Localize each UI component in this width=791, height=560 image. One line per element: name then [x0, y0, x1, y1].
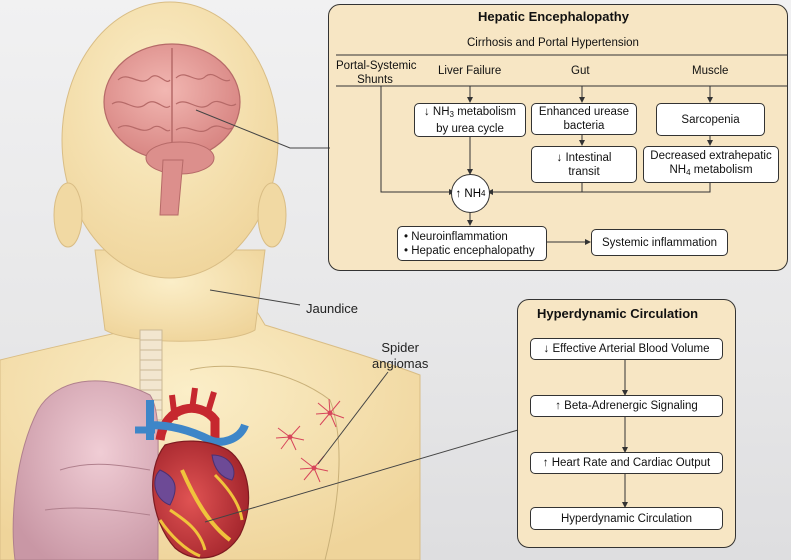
neuroinflammation-box: • Neuroinflammation • Hepatic encephalop… [397, 226, 547, 261]
spider-line-2: angiomas [372, 356, 428, 371]
right-ear [258, 183, 286, 247]
column-header-liver-failure: Liver Failure [438, 65, 501, 77]
step-2-text: ↑ Beta-Adrenergic Signaling [555, 399, 698, 413]
hepatic-panel-subtitle: Cirrhosis and Portal Hypertension [467, 37, 639, 49]
column-header-shunts: Portal-Systemic Shunts [336, 59, 414, 87]
shunts-line-1: Portal-Systemic [336, 60, 417, 72]
sarcopenia-box: Sarcopenia [656, 103, 765, 136]
hyperdynamic-step-3: ↑ Heart Rate and Cardiac Output [530, 452, 723, 474]
systemic-text: Systemic inflammation [602, 236, 717, 250]
spider-angiomas-label: Spider angiomas [372, 340, 428, 372]
nh3-metabolism-box: ↓ NH3 metabolism by urea cycle [414, 103, 526, 137]
nh3-line-2: by urea cycle [436, 122, 504, 136]
spider-line-1: Spider [381, 340, 419, 355]
nh3-line-1-tail: metabolism [454, 106, 516, 118]
nh4-text: ↑ NH [455, 188, 481, 200]
urease-bacteria-box: Enhanced urease bacteria [531, 103, 637, 135]
step-1-text: ↓ Effective Arterial Blood Volume [544, 342, 710, 356]
transit-line-2: transit [568, 165, 599, 179]
sarcopenia-text: Sarcopenia [681, 113, 739, 127]
nh4-sub: 4 [481, 189, 485, 198]
hyperdynamic-panel-title: Hyperdynamic Circulation [537, 306, 698, 321]
shunts-line-2: Shunts [357, 74, 393, 86]
nh3-line-1-text: ↓ NH [424, 106, 450, 118]
left-ear [54, 183, 82, 247]
hyperdynamic-step-2: ↑ Beta-Adrenergic Signaling [530, 395, 723, 417]
urease-line-1: Enhanced urease [539, 105, 629, 119]
hyperdynamic-step-1: ↓ Effective Arterial Blood Volume [530, 338, 723, 360]
column-header-muscle: Muscle [692, 65, 728, 77]
outcome-line-1: • Neuroinflammation [404, 230, 508, 244]
column-header-gut: Gut [571, 65, 590, 77]
hepatic-panel-title: Hepatic Encephalopathy [478, 9, 629, 24]
outcome-line-2: • Hepatic encephalopathy [404, 244, 535, 258]
extrahepatic-metabolism-box: Decreased extrahepatic NH4 metabolism [643, 146, 779, 183]
systemic-inflammation-box: Systemic inflammation [591, 229, 728, 256]
extra-line-2-tail: metabolism [691, 164, 753, 176]
urease-line-2: bacteria [564, 119, 605, 133]
nh3-line-1: ↓ NH3 metabolism [424, 105, 516, 122]
extra-line-1: Decreased extrahepatic [650, 149, 771, 163]
step-3-text: ↑ Heart Rate and Cardiac Output [543, 456, 710, 470]
jaundice-label: Jaundice [306, 301, 358, 317]
extra-line-2: NH4 metabolism [669, 163, 752, 180]
intestinal-transit-box: ↓ Intestinal transit [531, 146, 637, 183]
transit-line-1: ↓ Intestinal [557, 151, 612, 165]
step-4-text: Hyperdynamic Circulation [561, 512, 692, 526]
hyperdynamic-step-4: Hyperdynamic Circulation [530, 507, 723, 530]
extra-line-2-text: NH [669, 164, 686, 176]
